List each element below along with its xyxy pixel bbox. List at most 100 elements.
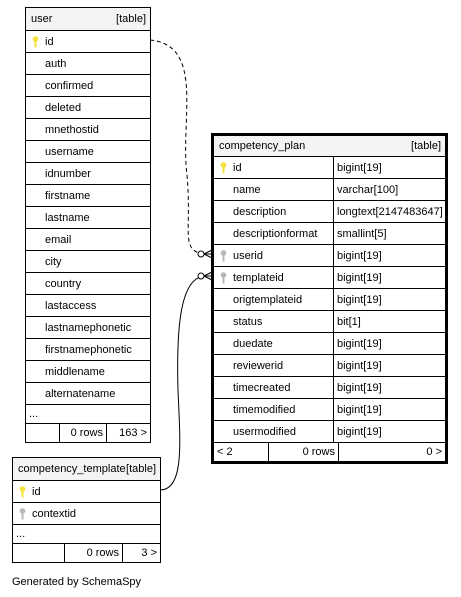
- column-name: usermodified: [233, 425, 296, 438]
- user-footer-rows: 0 rows: [59, 424, 106, 442]
- plan-footer-rows: 0 rows: [268, 443, 338, 461]
- column-type: bigint[19]: [333, 355, 445, 376]
- competency-template-footer: 0 rows 3 >: [13, 544, 160, 562]
- column-type: bigint[19]: [333, 399, 445, 420]
- competency-template-table-kind: [table]: [126, 463, 156, 475]
- template-to-plan-relationship: [159, 275, 204, 491]
- table-row[interactable]: firstnamephonetic: [26, 339, 150, 361]
- table-row[interactable]: id: [26, 31, 150, 53]
- foreign-key-icon: [220, 250, 227, 262]
- template-footer-related[interactable]: 3 >: [122, 544, 160, 562]
- table-row[interactable]: username: [26, 141, 150, 163]
- user-table-ellipsis: ...: [26, 405, 150, 424]
- table-row[interactable]: timemodified bigint[19]: [214, 399, 445, 421]
- table-row[interactable]: mnethostid: [26, 119, 150, 141]
- user-relationship-zero-marker: [197, 250, 205, 258]
- table-row[interactable]: reviewerid bigint[19]: [214, 355, 445, 377]
- user-to-plan-relationship: [149, 39, 204, 255]
- column-type: bigint[19]: [333, 245, 445, 266]
- table-row[interactable]: country: [26, 273, 150, 295]
- table-row[interactable]: lastname: [26, 207, 150, 229]
- column-name: status: [233, 315, 263, 328]
- table-row[interactable]: duedate bigint[19]: [214, 333, 445, 355]
- competency-template-table-name: competency_template: [18, 463, 126, 475]
- column-type: longtext[2147483647]: [333, 201, 445, 222]
- user-footer-left: [26, 424, 59, 442]
- user-table[interactable]: user [table] id auth confirmed deleted mneth…: [25, 7, 151, 443]
- competency-template-ellipsis: ...: [13, 525, 160, 544]
- table-row[interactable]: lastaccess: [26, 295, 150, 317]
- column-type: varchar[100]: [333, 179, 445, 200]
- column-name: mnethostid: [45, 123, 99, 136]
- table-row[interactable]: middlename: [26, 361, 150, 383]
- column-type: bigint[19]: [333, 289, 445, 310]
- table-row[interactable]: idnumber: [26, 163, 150, 185]
- table-row[interactable]: auth: [26, 53, 150, 75]
- column-name: timecreated: [233, 381, 291, 394]
- user-footer-related[interactable]: 163 >: [106, 424, 150, 442]
- column-name: id: [45, 35, 54, 48]
- plan-footer-parents[interactable]: < 2: [217, 446, 233, 458]
- table-row[interactable]: description longtext[2147483647]: [214, 201, 445, 223]
- column-name: name: [233, 183, 261, 196]
- column-type: bigint[19]: [333, 333, 445, 354]
- competency-plan-table-kind: [table]: [411, 140, 441, 152]
- table-row[interactable]: id: [13, 481, 160, 503]
- table-row[interactable]: confirmed: [26, 75, 150, 97]
- user-table-header[interactable]: user [table]: [26, 8, 150, 31]
- column-name: id: [32, 485, 41, 498]
- competency-plan-table-header[interactable]: competency_plan [table]: [214, 136, 445, 157]
- column-name: id: [233, 161, 242, 174]
- table-row[interactable]: status bit[1]: [214, 311, 445, 333]
- foreign-key-icon: [220, 272, 227, 284]
- plan-footer-children[interactable]: 0 >: [338, 443, 445, 461]
- generated-by-footer: Generated by SchemaSpy: [12, 576, 142, 588]
- template-footer-rows: 0 rows: [64, 544, 122, 562]
- template-relationship-zero-marker: [197, 272, 205, 280]
- column-name: contextid: [32, 507, 77, 520]
- table-row[interactable]: name varchar[100]: [214, 179, 445, 201]
- column-name: email: [45, 233, 72, 246]
- column-name: reviewerid: [233, 359, 284, 372]
- user-relationship-crowfoot: [203, 249, 213, 259]
- table-row[interactable]: origtemplateid bigint[19]: [214, 289, 445, 311]
- table-row[interactable]: contextid: [13, 503, 160, 525]
- table-row[interactable]: alternatename: [26, 383, 150, 405]
- primary-key-icon: [19, 486, 26, 498]
- user-table-kind: [table]: [116, 13, 146, 25]
- column-name: deleted: [45, 101, 82, 114]
- column-name: userid: [233, 249, 263, 262]
- column-name: description: [233, 205, 287, 218]
- table-row[interactable]: city: [26, 251, 150, 273]
- column-name: auth: [45, 57, 67, 70]
- competency-plan-table-footer: < 2 0 rows 0 >: [214, 443, 445, 461]
- column-name: duedate: [233, 337, 273, 350]
- column-name: timemodified: [233, 403, 296, 416]
- column-type: bigint[19]: [333, 267, 445, 288]
- competency-plan-table-name: competency_plan: [219, 140, 306, 152]
- column-name: origtemplateid: [233, 293, 303, 306]
- column-name: middlename: [45, 365, 105, 378]
- primary-key-icon: [220, 162, 227, 174]
- column-type: bit[1]: [333, 311, 445, 332]
- table-row[interactable]: firstname: [26, 185, 150, 207]
- table-row[interactable]: userid bigint[19]: [214, 245, 445, 267]
- table-row[interactable]: deleted: [26, 97, 150, 119]
- template-relationship-crowfoot: [203, 271, 213, 281]
- table-row[interactable]: lastnamephonetic: [26, 317, 150, 339]
- column-name: alternatename: [45, 387, 116, 400]
- foreign-key-icon: [19, 508, 26, 520]
- table-row[interactable]: email: [26, 229, 150, 251]
- column-name: firstname: [45, 189, 91, 202]
- column-type: smallint[5]: [333, 223, 445, 244]
- primary-key-icon: [32, 36, 39, 48]
- competency-template-table-header[interactable]: competency_template [table]: [13, 458, 160, 481]
